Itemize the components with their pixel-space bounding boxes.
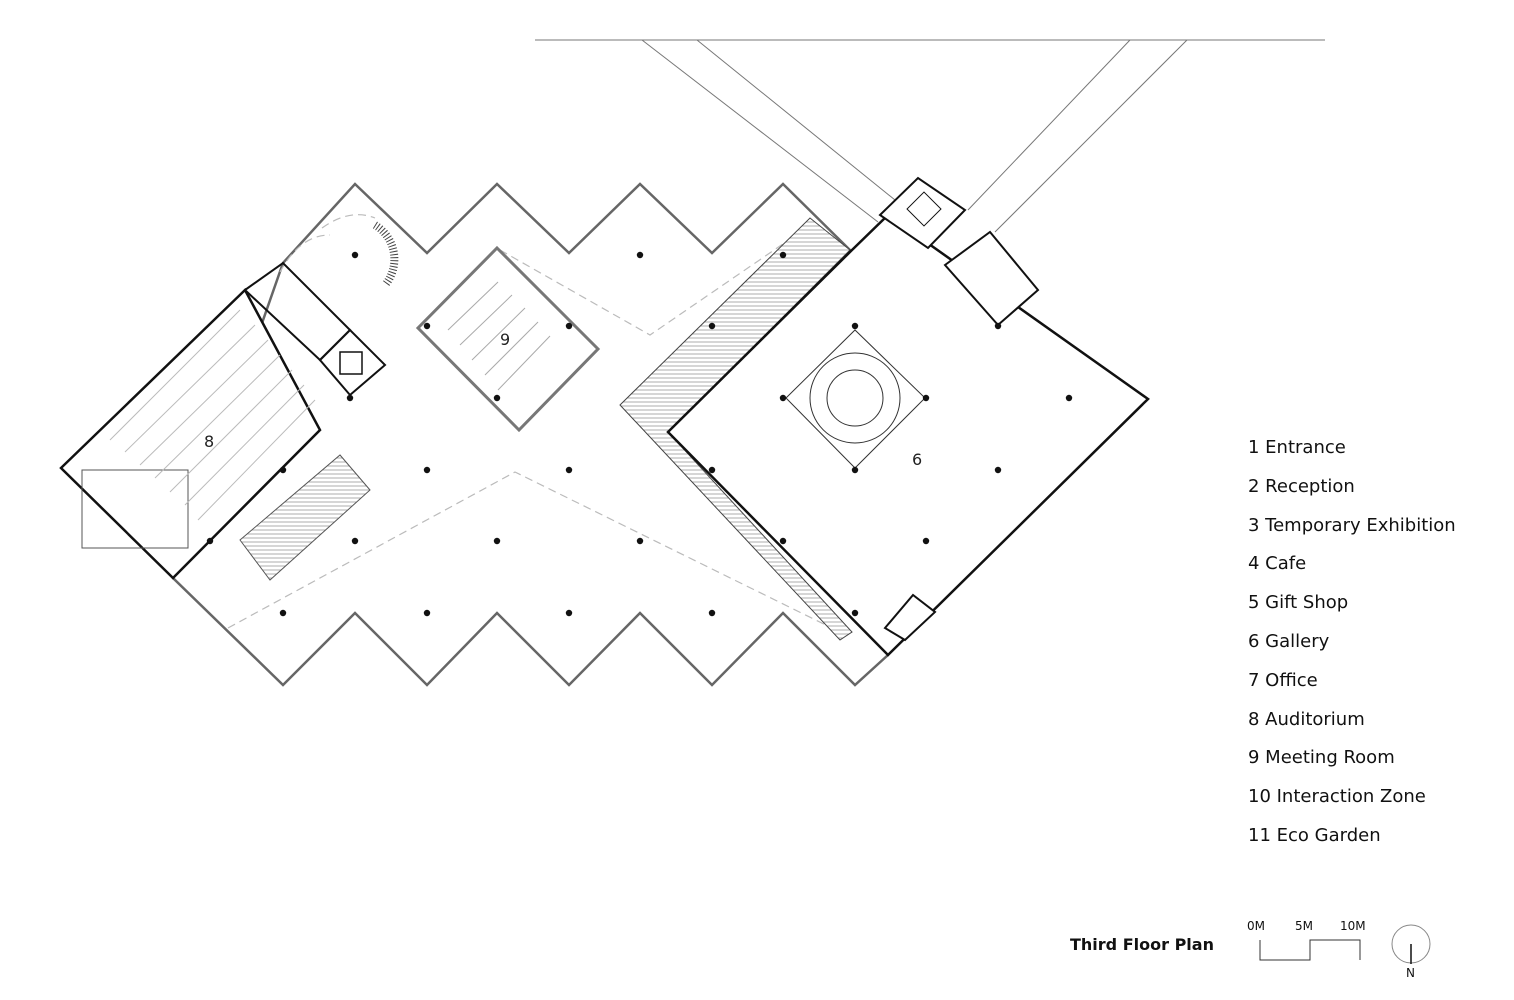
legend-item: 11 Eco Garden: [1248, 824, 1381, 846]
room-label-gallery: 6: [912, 450, 922, 469]
auditorium-walls: [59, 287, 322, 580]
floor-outline: [171, 182, 890, 687]
legend-item: 7 Office: [1248, 669, 1318, 691]
scale-label-10: 10M: [1340, 919, 1366, 933]
scale-label-5: 5M: [1295, 919, 1313, 933]
north-label: N: [1406, 966, 1415, 980]
stair-steps: [239, 454, 371, 581]
legend-item: 10 Interaction Zone: [1248, 786, 1426, 808]
meeting-room-seats: [447, 281, 551, 391]
gallery-stair-core: [878, 176, 1040, 642]
plan-title: Third Floor Plan: [1070, 935, 1214, 954]
legend-item: 3 Temporary Exhibition: [1248, 514, 1456, 536]
columns: [206, 251, 1073, 617]
legend-item: 4 Cafe: [1248, 553, 1307, 575]
room-label-meeting-room: 9: [500, 330, 510, 349]
room-label-auditorium: 8: [204, 432, 214, 451]
legend-item: 1 Entrance: [1248, 437, 1346, 458]
dashed-lines: [227, 214, 841, 633]
auditorium-seats: [109, 309, 316, 521]
scale-label-0: 0M: [1247, 919, 1265, 933]
legend-item: 6 Gallery: [1248, 630, 1330, 652]
legend: 1 Entrance 2 Reception 3 Temporary Exhib…: [1248, 436, 1456, 863]
legend-item: 9 Meeting Room: [1248, 747, 1395, 769]
meeting-room-walls: [415, 245, 601, 433]
legend-item: 2 Reception: [1248, 475, 1355, 497]
legend-item: 5 Gift Shop: [1248, 592, 1349, 614]
site-lines: [535, 39, 1325, 233]
legend-item: 8 Auditorium: [1248, 708, 1365, 730]
stage: [81, 469, 189, 549]
north-arrow-icon: [1391, 924, 1431, 964]
service-core: [243, 221, 399, 397]
gallery-walls: [666, 213, 1150, 657]
scale-bar: [1259, 939, 1361, 961]
